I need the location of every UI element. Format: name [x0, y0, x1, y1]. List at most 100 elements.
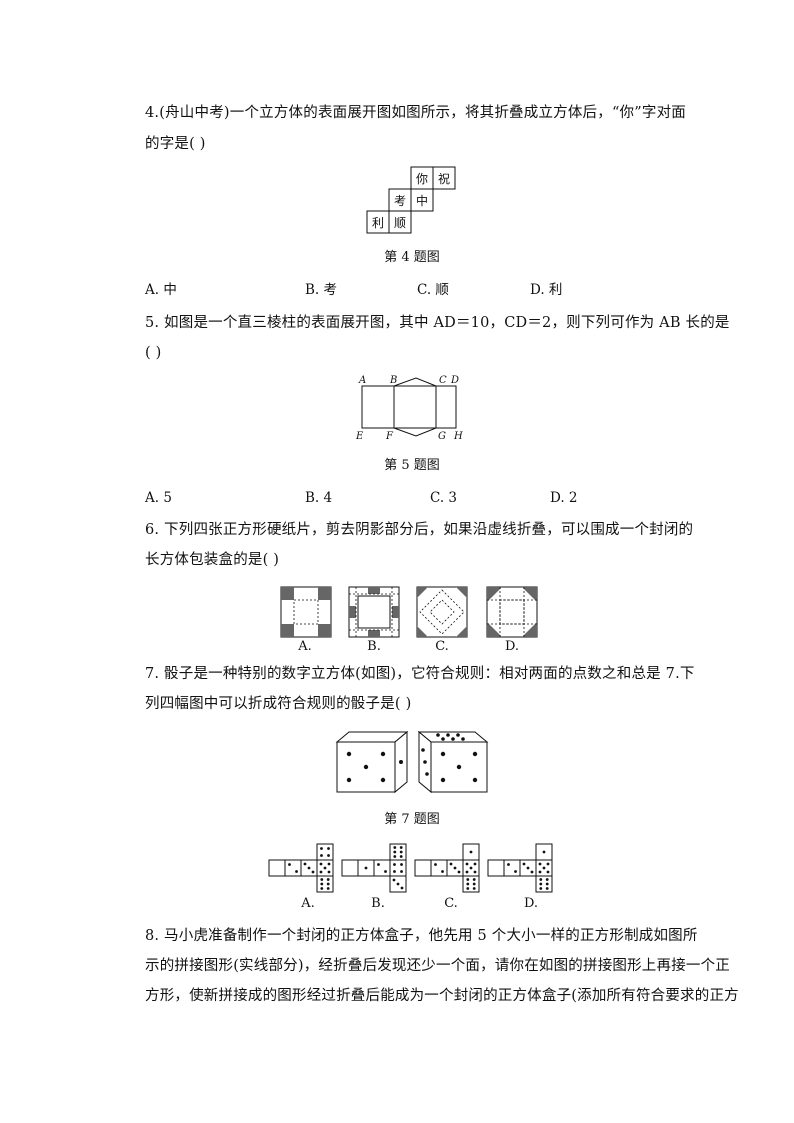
q5-point-label: B: [389, 375, 397, 386]
die-pip: [327, 862, 331, 866]
q6-label-d: D.: [504, 639, 520, 654]
q6-text-line2: 长方体包装盒的是( ): [145, 552, 280, 568]
q4-figure-caption: 第 4 题图: [384, 250, 440, 265]
net-face: [430, 859, 448, 877]
die-pip: [507, 863, 510, 866]
q6-card-c: [416, 586, 468, 638]
q5-point-label: G: [438, 431, 446, 442]
q7-figure-caption: 第 7 题图: [384, 812, 440, 827]
die-pip: [399, 855, 403, 858]
q7-net-c: [414, 843, 480, 893]
die-pip: [542, 850, 546, 854]
die-pip: [392, 878, 396, 882]
net-face: [316, 875, 334, 893]
q6-label-b: B.: [367, 639, 381, 654]
die-pip: [311, 870, 315, 874]
die-pip: [538, 870, 542, 874]
die-pip: [472, 882, 476, 886]
q7-text-line2: 列四幅图中可以折成符合规则的骰子是( ): [145, 696, 412, 712]
die-pip: [377, 863, 380, 866]
q4-option-d: D. 利: [530, 282, 563, 298]
q6-card-a: [280, 586, 332, 638]
q4-option-a: A. 中: [145, 282, 177, 298]
q4-text-line1: 4.(舟山中考)一个立方体的表面展开图如图所示，将其折叠成立方体后，“你”字对面: [145, 105, 686, 121]
die-pip: [288, 863, 291, 866]
q5-option-b: B. 4: [305, 490, 333, 506]
die-pip: [320, 847, 323, 850]
net-face: [373, 859, 391, 877]
q5-point-label: F: [385, 431, 394, 442]
die-pip: [320, 882, 324, 886]
q6-label-a: A.: [298, 639, 312, 654]
die-pip: [449, 862, 453, 866]
q5-option-c: C. 3: [430, 490, 458, 506]
die-pip: [539, 887, 543, 890]
q5-option-d: D. 2: [550, 490, 578, 506]
die-pip: [434, 863, 437, 866]
die-pip: [326, 887, 330, 890]
die-pip: [320, 854, 323, 857]
q6-card-d: [486, 586, 538, 638]
q4-net-label: 你: [416, 172, 428, 186]
die-pip: [393, 870, 396, 873]
die-pip: [400, 886, 404, 890]
net-face: [414, 859, 432, 877]
q5-point-label: C: [439, 375, 447, 386]
die-pip: [393, 846, 397, 849]
q7-net-b: [341, 843, 407, 893]
q8-text-line3: 方形，使新拼接成的图形经过折叠后能成为一个封闭的正方体盒子(添加所有符合要求的正…: [145, 988, 739, 1004]
net-face: [389, 859, 407, 877]
die-pip: [384, 870, 387, 873]
q5-point-label: H: [453, 431, 463, 442]
die-pip: [323, 866, 327, 870]
die-pip: [466, 882, 470, 886]
q5-prism-net: A B C D E F G H: [355, 375, 463, 442]
die-pip: [327, 854, 330, 857]
q7-net-d: [487, 843, 553, 893]
die-pip: [327, 870, 331, 874]
q5-point-label: D: [450, 375, 459, 386]
net-face: [316, 843, 334, 861]
net-face: [341, 859, 359, 877]
net-face: [462, 875, 480, 893]
q6-card-b: [348, 586, 400, 638]
q4-option-c: C. 顺: [417, 282, 449, 298]
die-pip: [469, 866, 473, 870]
q5-text-line1: 5. 如图是一个直三棱柱的表面展开图，其中 AD＝10，CD＝2，则下列可作为 …: [145, 315, 730, 331]
die-pip: [542, 866, 546, 870]
die-pip: [326, 882, 330, 886]
die-pip: [539, 882, 543, 886]
die-pip: [399, 850, 403, 854]
die-pip: [327, 847, 330, 850]
die-pip: [396, 882, 400, 886]
q7-net-a: [268, 843, 334, 893]
die-pip: [453, 866, 457, 870]
die-pip: [400, 870, 403, 873]
die-pip: [526, 866, 530, 870]
die-pip: [303, 862, 307, 866]
die-pip: [539, 878, 543, 881]
net-face: [268, 859, 286, 877]
die-pip: [469, 850, 473, 854]
die-pip: [465, 862, 469, 866]
die-pip: [545, 882, 549, 886]
die-pip: [307, 866, 311, 870]
die-pip: [319, 862, 323, 866]
net-face: [535, 875, 553, 893]
die-pip: [514, 870, 517, 873]
die-pip: [399, 846, 403, 849]
q7-die-left: [335, 730, 409, 794]
q4-net-label: 顺: [394, 216, 406, 230]
q5-figure-caption: 第 5 题图: [384, 458, 440, 473]
die-pip: [393, 855, 397, 858]
q4-net-label: 祝: [438, 172, 450, 186]
q7-text-line1: 7. 骰子是一种特别的数字立方体(如图)，它符合规则：相对两面的点数之和总是 7…: [145, 666, 695, 682]
q4-option-b: B. 考: [305, 282, 338, 298]
die-pip: [466, 878, 470, 881]
die-pip: [530, 870, 534, 874]
q7-label-c: C.: [444, 896, 458, 911]
q5-option-a: A. 5: [145, 490, 172, 506]
die-pip: [472, 878, 476, 881]
q4-text-line2: 的字是( ): [145, 136, 206, 152]
